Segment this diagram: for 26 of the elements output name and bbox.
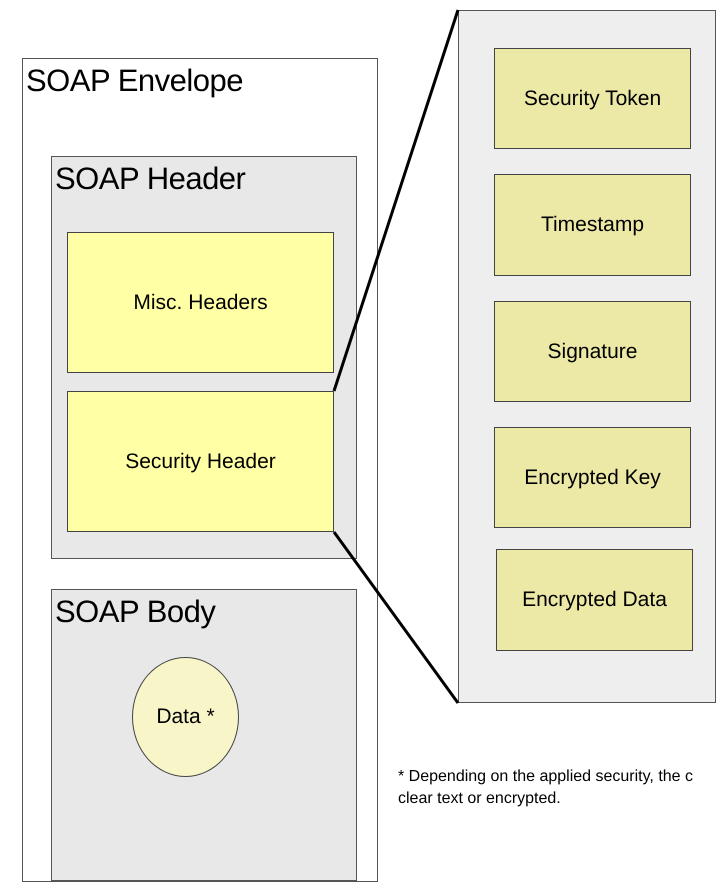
box-label: Security Header (125, 450, 276, 474)
process-box (494, 301, 691, 402)
footnote-text: clear text or encrypted. (398, 790, 561, 808)
process-box (494, 174, 691, 276)
box-label: Data * (156, 705, 215, 729)
box-label: Encrypted Key (524, 466, 661, 490)
process-box (494, 48, 691, 149)
process-box (67, 391, 334, 532)
footnote-text: * Depending on the applied security, the c (398, 768, 694, 786)
box-label: Timestamp (540, 213, 644, 237)
process-box (494, 427, 691, 528)
detail-panel (458, 10, 716, 703)
zoom-connector-line (332, 10, 460, 392)
envelope-box (22, 58, 378, 882)
container-title: SOAP Header (55, 161, 246, 197)
container-title: SOAP Body (55, 594, 216, 630)
header-box (51, 156, 357, 559)
container-title: SOAP Envelope (26, 63, 243, 99)
box-label: Signature (548, 340, 638, 364)
body-box (51, 589, 357, 881)
zoom-connector-line (332, 531, 460, 704)
box-label: Security Token (524, 86, 662, 110)
process-box (496, 549, 693, 651)
process-box (67, 232, 334, 373)
box-label: Misc. Headers (133, 290, 268, 314)
box-label: Encrypted Data (522, 588, 667, 612)
